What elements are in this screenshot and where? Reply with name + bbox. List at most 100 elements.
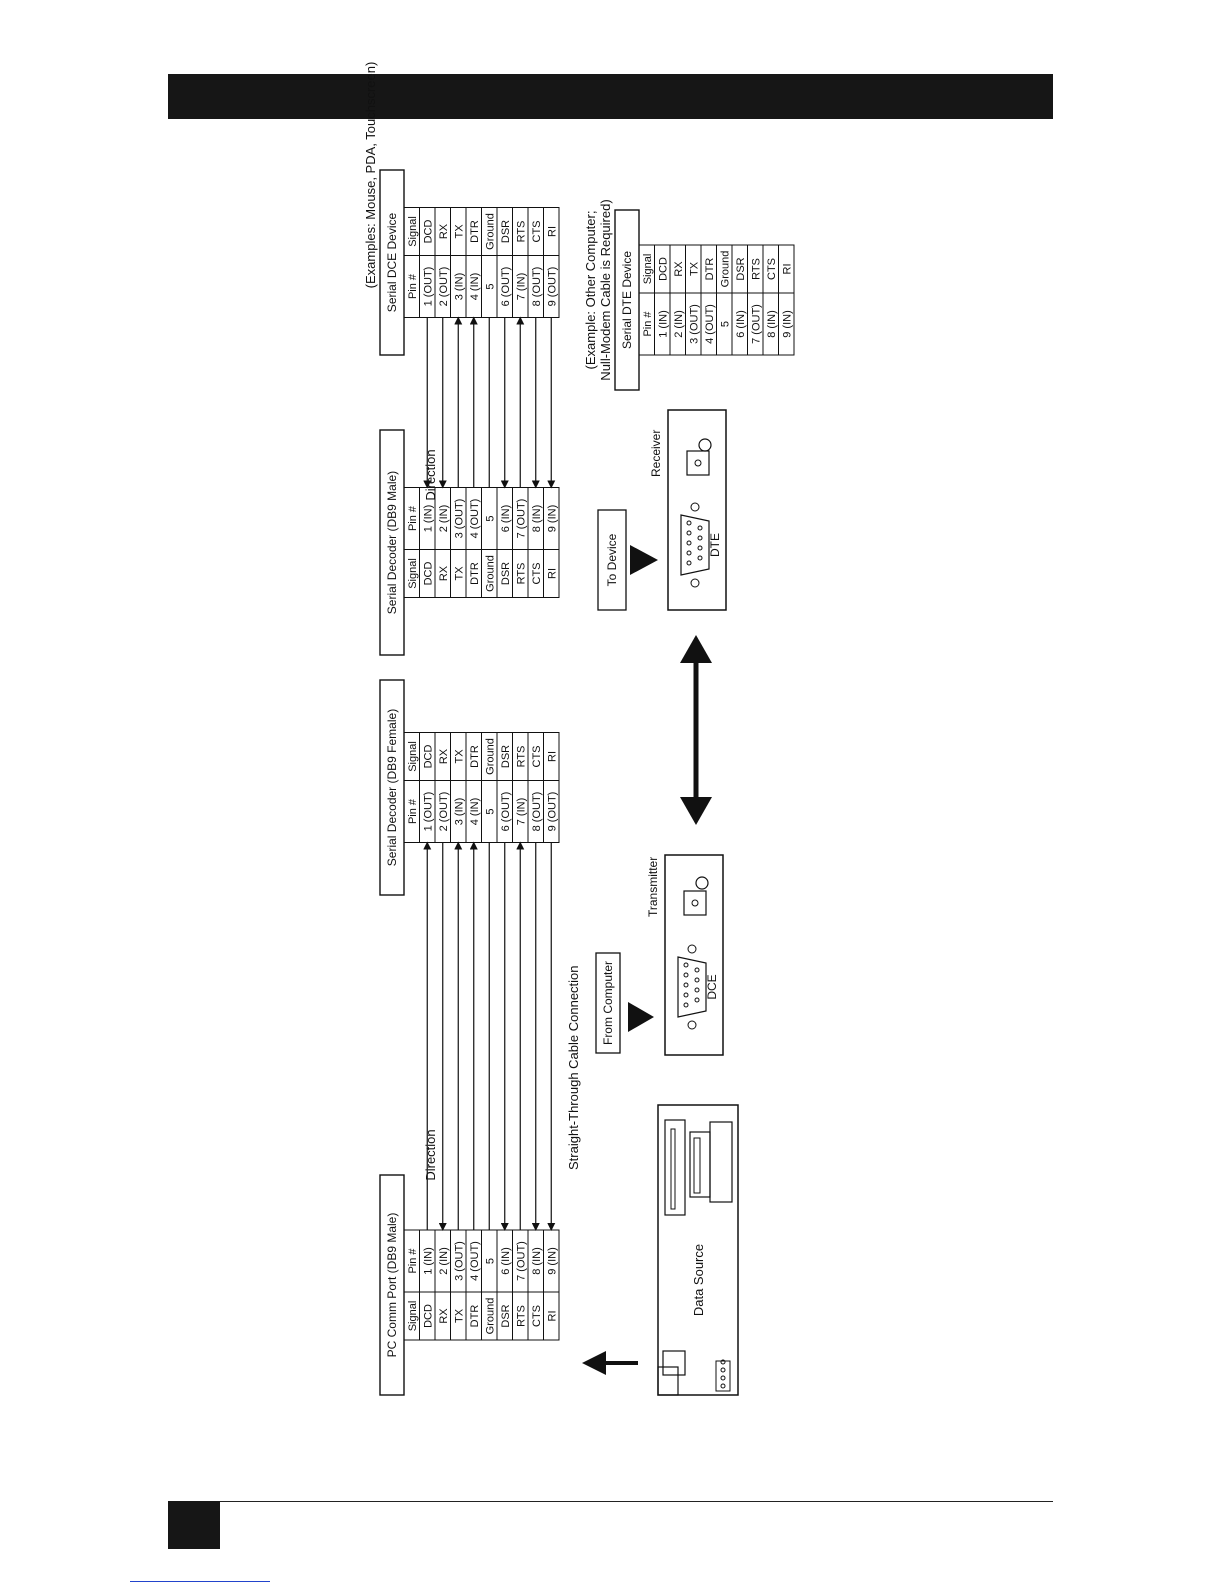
pc-port-header-signal: Signal bbox=[407, 1301, 419, 1332]
decoder-female-cell-signal: Ground bbox=[485, 738, 497, 775]
decoder-male-cell-pin: 8 (IN) bbox=[531, 505, 543, 533]
dte-device-cell-pin: 4 (OUT) bbox=[704, 304, 716, 344]
decoder-female-cell-pin: 5 bbox=[485, 808, 497, 814]
decoder-male-cell-signal: DSR bbox=[500, 562, 512, 585]
footer-rule bbox=[168, 1501, 1053, 1502]
pc-port-cell-pin: 9 (IN) bbox=[547, 1247, 559, 1275]
pc-port-cell-pin: 3 (OUT) bbox=[454, 1241, 466, 1281]
fiber-link-double-arrow-icon bbox=[680, 635, 712, 825]
dte-example-line1: (Example: Other Computer; bbox=[583, 211, 598, 370]
data-source-label: Data Source bbox=[691, 1244, 706, 1316]
dce-device-cell-pin: 4 (IN) bbox=[469, 273, 481, 301]
dce-examples-label: (Examples: Mouse, PDA, Touchscreen) bbox=[363, 62, 378, 289]
dce-device-cell-pin: 6 (OUT) bbox=[500, 267, 512, 307]
dte-device-cell-signal: DCD bbox=[658, 257, 670, 281]
decoder-female-header-pin: Pin # bbox=[407, 798, 419, 824]
dce-device-header-signal: Signal bbox=[407, 216, 419, 247]
right-signal-lines bbox=[423, 316, 556, 489]
decoder-male-cell-signal: RX bbox=[438, 565, 450, 581]
dce-device-cell-pin: 8 (OUT) bbox=[531, 267, 543, 307]
dte-example-line2: Null-Modem Cable is Required) bbox=[598, 199, 613, 380]
dce-device-cell-signal: TX bbox=[454, 224, 466, 239]
decoder-female-title: Serial Decoder (DB9 Female) bbox=[385, 709, 399, 866]
dce-device-cell-signal: CTS bbox=[531, 221, 543, 243]
decoder-male-cell-signal: DCD bbox=[423, 562, 435, 586]
dte-device-cell-pin: 8 (IN) bbox=[766, 310, 778, 338]
decoder-female-cell-pin: 8 (OUT) bbox=[531, 792, 543, 832]
page-number-block bbox=[168, 1501, 220, 1549]
dte-device-cell-pin: 5 bbox=[720, 321, 732, 327]
direction-label-right: Direction bbox=[423, 449, 438, 500]
pc-port-cell-pin: 2 (IN) bbox=[438, 1247, 450, 1275]
decoder-male-cell-pin: 9 (IN) bbox=[547, 505, 559, 533]
to-device-callout: To Device bbox=[597, 509, 658, 611]
dce-device-cell-pin: 2 (OUT) bbox=[438, 267, 450, 307]
dce-device-cell-signal: DSR bbox=[500, 220, 512, 243]
receiver-label: Receiver bbox=[649, 430, 663, 477]
status-led-icon bbox=[695, 876, 709, 890]
pc-port-cell-signal: DCD bbox=[423, 1304, 435, 1328]
dte-device-cell-signal: DTR bbox=[704, 258, 716, 281]
dte-device-cell-signal: TX bbox=[689, 261, 701, 276]
decoder-female-cell-pin: 2 (OUT) bbox=[438, 792, 450, 832]
dte-device-cell-pin: 1 (IN) bbox=[658, 310, 670, 338]
decoder-female-cell-signal: TX bbox=[454, 749, 466, 764]
dce-device-cell-signal: DCD bbox=[423, 220, 435, 244]
pc-port-cell-signal: RX bbox=[438, 1308, 450, 1324]
dce-device-cell-signal: Ground bbox=[485, 213, 497, 250]
dte-device-cell-signal: Ground bbox=[720, 251, 732, 288]
decoder-female-cell-signal: RI bbox=[547, 751, 559, 762]
drive-bays-icon bbox=[664, 1119, 733, 1216]
decoder-male-cell-pin: 7 (OUT) bbox=[516, 499, 528, 539]
dce-device-header-pin: Pin # bbox=[407, 273, 419, 299]
dte-device-cell-signal: DSR bbox=[735, 257, 747, 280]
pc-port-cell-signal: RI bbox=[547, 1311, 559, 1322]
dte-device-cell-signal: RTS bbox=[751, 258, 763, 280]
pc-port-cell-signal: TX bbox=[454, 1308, 466, 1323]
to-device-label: To Device bbox=[605, 533, 619, 586]
dte-device-header-signal: Signal bbox=[642, 254, 654, 285]
pc-port-cell-pin: 6 (IN) bbox=[500, 1247, 512, 1275]
transmitter-unit: Transmitter DCE bbox=[646, 854, 724, 1056]
db9-port-icon bbox=[680, 502, 710, 588]
transmitter-label: Transmitter bbox=[646, 857, 660, 917]
fiber-port-icon bbox=[686, 450, 710, 476]
decoder-male-cell-signal: RTS bbox=[516, 563, 528, 585]
decoder-female-header-signal: Signal bbox=[407, 741, 419, 772]
decoder-male-cell-signal: DTR bbox=[469, 562, 481, 585]
decoder-male-cell-pin: 5 bbox=[485, 515, 497, 521]
decoder-male-header-pin: Pin # bbox=[407, 505, 419, 531]
dce-port-label: DCE bbox=[705, 974, 719, 999]
decoder-male-cell-signal: TX bbox=[454, 566, 466, 581]
decoder-male-cell-pin: 2 (IN) bbox=[438, 505, 450, 533]
from-computer-label: From Computer bbox=[601, 961, 615, 1045]
dte-device-cell-signal: CTS bbox=[766, 258, 778, 280]
down-triangle-icon bbox=[628, 1002, 654, 1032]
dce-device-title: Serial DCE Device bbox=[385, 212, 399, 312]
status-led-icon bbox=[698, 438, 712, 452]
decoder-female-cell-signal: DTR bbox=[469, 745, 481, 768]
dce-device-cell-signal: RI bbox=[547, 226, 559, 237]
dte-device-cell-signal: RI bbox=[782, 264, 794, 275]
header-bar bbox=[168, 74, 1053, 119]
decoder-female-cell-signal: DCD bbox=[423, 745, 435, 769]
decoder-male-cell-pin: 4 (OUT) bbox=[469, 499, 481, 539]
dte-device-cell-pin: 9 (IN) bbox=[782, 310, 794, 338]
decoder-female-cell-signal: CTS bbox=[531, 746, 543, 768]
direction-label-left: Direction bbox=[423, 1129, 438, 1180]
pc-port-cell-pin: 4 (OUT) bbox=[469, 1241, 481, 1281]
pc-port-cell-signal: DSR bbox=[500, 1304, 512, 1327]
data-source-computer: Data Source bbox=[657, 1104, 739, 1396]
db9-port-icon bbox=[677, 944, 707, 1030]
dte-device-title: Serial DTE Device bbox=[620, 251, 634, 349]
pc-port-cell-pin: 5 bbox=[485, 1258, 497, 1264]
fiber-port-icon bbox=[683, 890, 707, 916]
serial-decoder-female-table: Serial Decoder (DB9 Female)Pin #Signal1 … bbox=[379, 679, 560, 896]
decoder-male-cell-signal: Ground bbox=[485, 555, 497, 592]
decoder-male-title: Serial Decoder (DB9 Male) bbox=[385, 471, 399, 614]
dte-device-cell-pin: 6 (IN) bbox=[735, 310, 747, 338]
